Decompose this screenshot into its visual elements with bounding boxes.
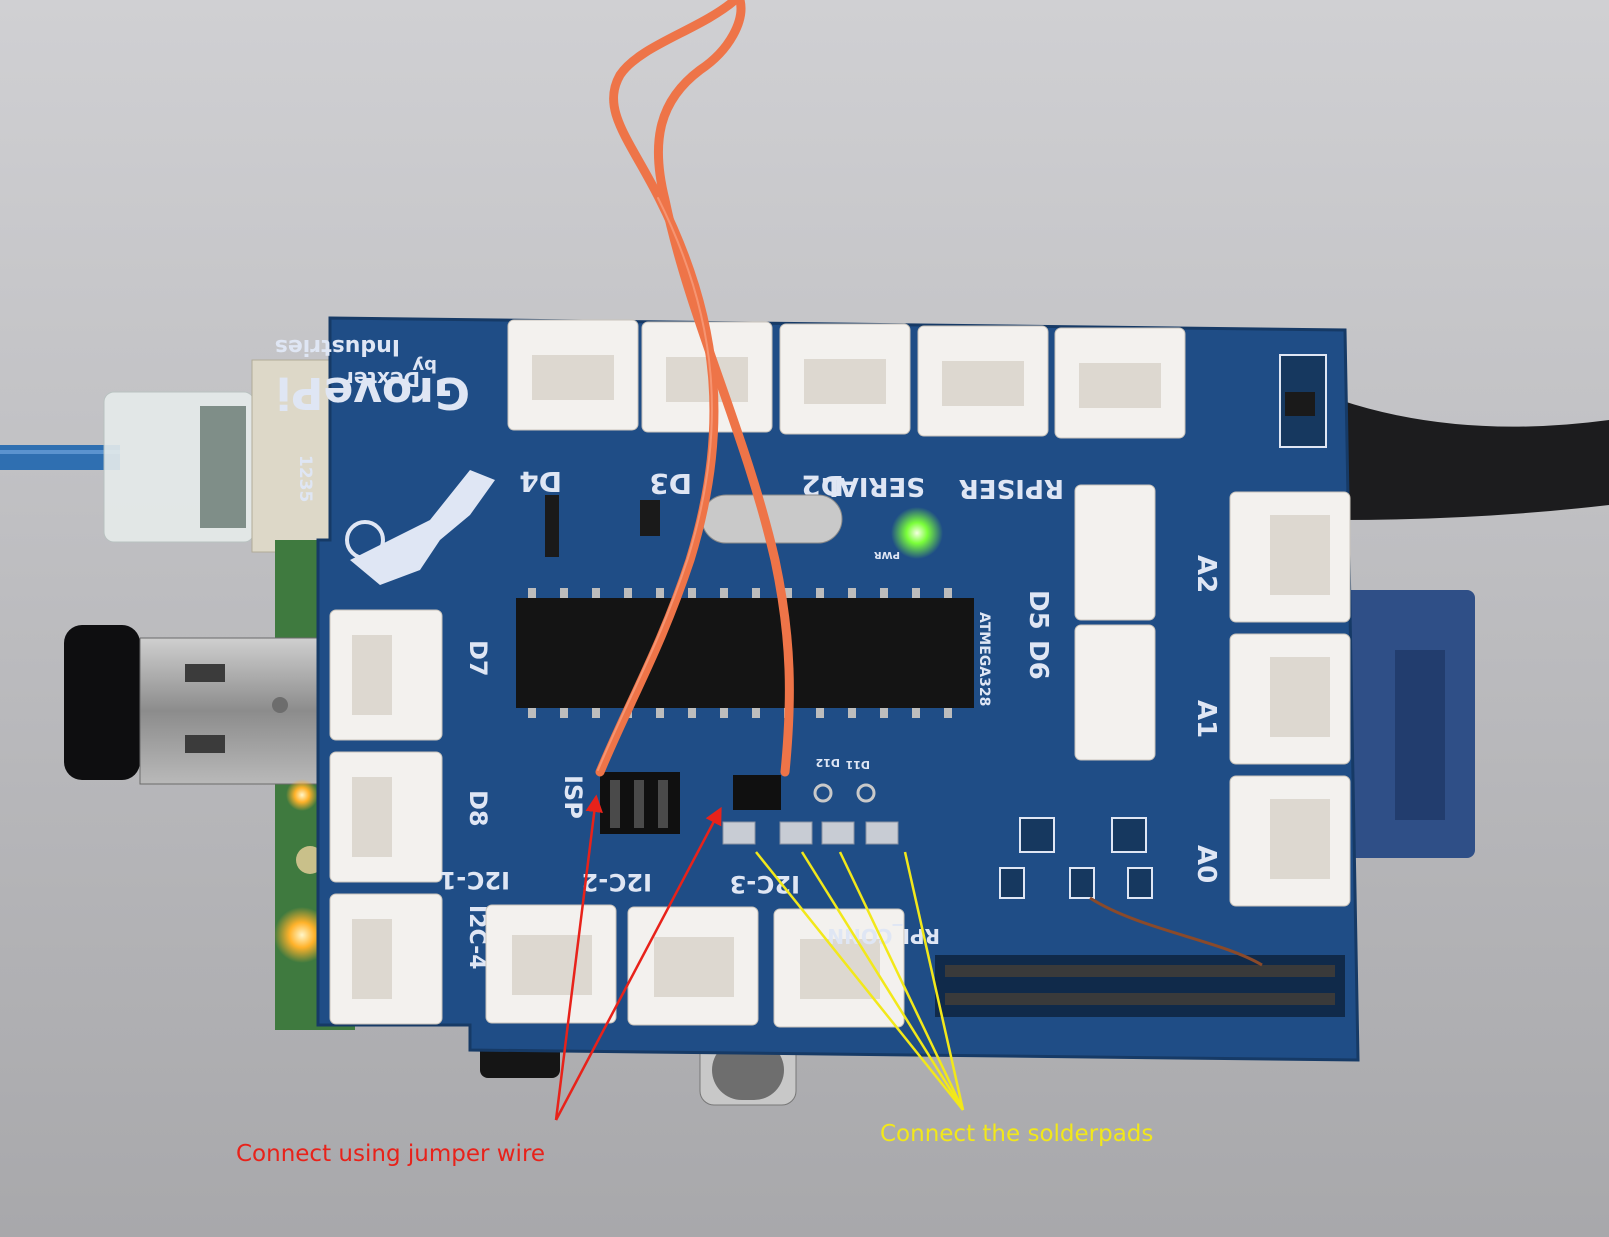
grove-ports-inner: [1074, 484, 1156, 761]
port-label-i2c1: I2C-1: [440, 866, 510, 894]
power-cable: [1340, 400, 1609, 520]
jumper-wire: [595, 0, 794, 777]
power-led: [891, 507, 943, 559]
chip-label: ATMEGA328: [976, 612, 992, 706]
isp-label: ISP: [559, 775, 587, 819]
atmega-chip: [516, 598, 974, 708]
port-label-serial: SERIAL: [822, 471, 925, 501]
grove-ports-top: [507, 319, 1186, 439]
port-label-rpiser: RPISER: [959, 473, 1064, 503]
pad-label-d11: D11: [846, 758, 870, 771]
usb-dongle: [64, 625, 140, 780]
port-label-a1: A1: [1191, 700, 1221, 738]
port-label-d4: D4: [519, 465, 562, 498]
port-label-a2: A2: [1191, 555, 1221, 593]
yellow-annotation-lines: [755, 851, 965, 1111]
port-label-d3: D3: [649, 467, 692, 500]
pad-label-d12: D12: [816, 756, 840, 769]
port-label-d8: D8: [464, 790, 492, 827]
port-label-d5: D5: [1023, 590, 1053, 630]
brand-logo: GrovePi by Dexter Industries: [275, 334, 495, 585]
rework-wire: [1089, 896, 1263, 967]
brand-maker: Dexter: [344, 367, 420, 391]
port-label-d7: D7: [464, 640, 492, 677]
grove-ports-bottom: [485, 904, 905, 1028]
solderpad-instruction: Connect the solderpads: [880, 1121, 1154, 1147]
brand-name: GrovePi: [276, 367, 470, 418]
port-label-d6: D6: [1023, 640, 1053, 680]
port-label-i2c2: I2C-2: [582, 868, 652, 896]
jumper-wire-instruction: Connect using jumper wire: [236, 1141, 546, 1167]
ethernet-jack-label: 1235: [295, 455, 315, 502]
brand-by: by: [412, 355, 437, 376]
ethernet-cable: [0, 445, 120, 470]
solder-pads: [722, 821, 899, 845]
grove-ports-left: [329, 609, 443, 1025]
grove-ports-right: [1229, 491, 1351, 907]
port-label-a0: A0: [1191, 845, 1221, 883]
isp-header: [600, 772, 680, 834]
chip-pins: [528, 588, 952, 718]
power-led-label: PWR: [874, 549, 900, 560]
brand-suffix: Industries: [275, 334, 400, 359]
rpi-connector-strip: [935, 955, 1345, 1017]
red-annotation-arrows: [554, 794, 722, 1121]
port-label-i2c4: I2C-4: [464, 905, 489, 970]
jumper-header: [733, 775, 781, 810]
pi-activity-led: [274, 907, 330, 963]
